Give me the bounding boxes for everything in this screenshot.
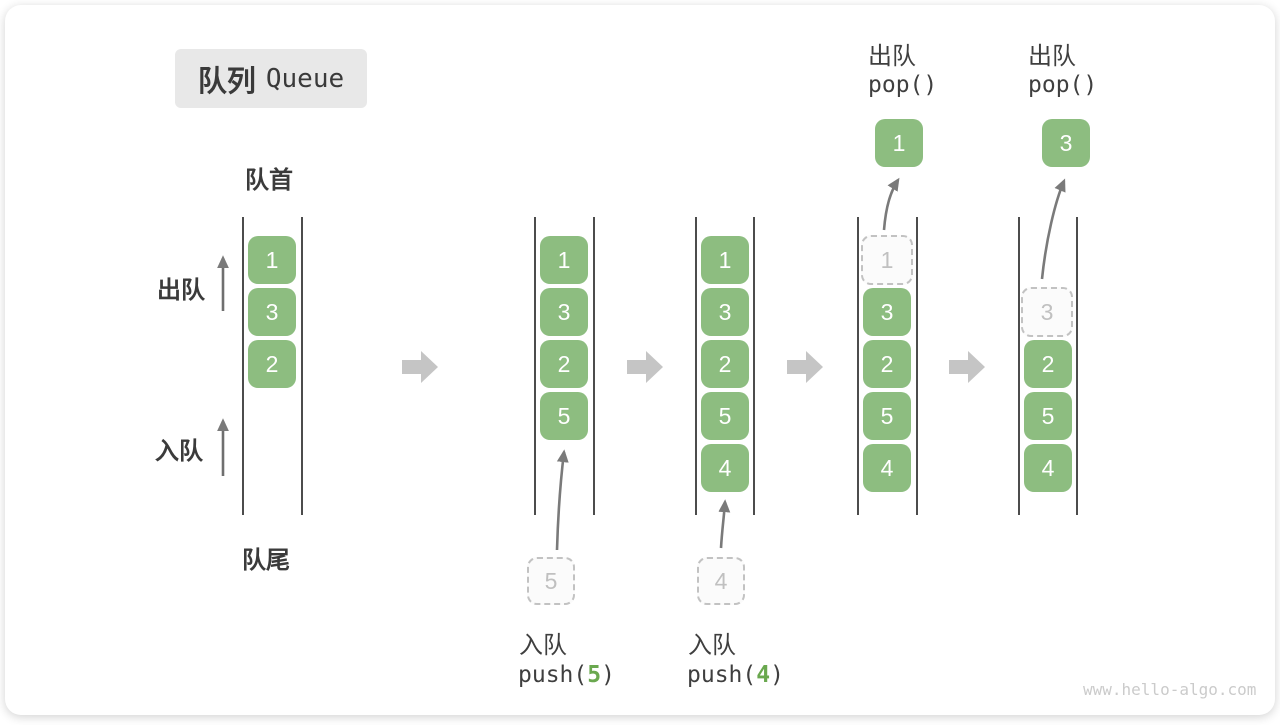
queue-cell: 2 — [863, 340, 911, 388]
label-enqueue-side: 入队 — [155, 438, 203, 465]
queue-wall-right — [593, 217, 595, 515]
code-push4: push(4) — [687, 662, 784, 688]
label-dequeue-side: 出队 — [157, 277, 205, 304]
label-queue-front: 队首 — [245, 167, 293, 194]
code-pop2: pop() — [1028, 72, 1098, 98]
code-push5-pre: push( — [518, 662, 588, 688]
queue-wall-right — [1076, 217, 1078, 515]
code-push4-pre: push( — [687, 662, 757, 688]
pop1-arrow-icon — [882, 177, 900, 231]
queue-cell: 4 — [701, 444, 749, 492]
queue-wall-left — [242, 217, 244, 515]
state-transition-arrow-icon-2 — [627, 351, 663, 383]
queue-cell: 5 — [701, 392, 749, 440]
label-enqueue-op-2: 入队 — [688, 632, 736, 659]
popped-cell: 1 — [875, 119, 923, 167]
queue-cell: 2 — [248, 340, 296, 388]
ghost-incoming-cell: 4 — [697, 557, 745, 605]
code-pop1: pop() — [868, 72, 938, 98]
queue-cell: 3 — [863, 288, 911, 336]
diagram-title-en: Queue — [265, 63, 345, 94]
queue-cell: 3 — [701, 288, 749, 336]
queue-cell: 2 — [540, 340, 588, 388]
diagram-title-zh: 队列 — [197, 65, 256, 98]
ghost-incoming-cell: 5 — [527, 557, 575, 605]
state-transition-arrow-icon-3 — [787, 351, 823, 383]
queue-cell: 3 — [540, 288, 588, 336]
queue-cell: 1 — [248, 236, 296, 284]
label-dequeue-op-2: 出队 — [1028, 43, 1076, 70]
pop3-arrow-icon — [1040, 178, 1066, 280]
queue-cell: 4 — [863, 444, 911, 492]
queue-cell: 2 — [701, 340, 749, 388]
code-push5-arg: 5 — [587, 662, 602, 688]
state-transition-arrow-icon-1 — [402, 351, 438, 383]
code-push4-post: ) — [770, 662, 784, 688]
queue-cell: 1 — [701, 236, 749, 284]
label-dequeue-op-1: 出队 — [868, 43, 916, 70]
queue-wall-left — [857, 217, 859, 515]
queue-wall-right — [753, 217, 755, 515]
label-queue-rear: 队尾 — [242, 547, 290, 574]
arrows-overlay — [217, 177, 1066, 551]
queue-cell: 5 — [1024, 392, 1072, 440]
queue-wall-left — [1018, 217, 1020, 515]
queue-cell: 2 — [1024, 340, 1072, 388]
ghost-cell: 1 — [861, 235, 913, 285]
popped-cell: 3 — [1042, 119, 1090, 167]
queue-cell: 4 — [1024, 444, 1072, 492]
push4-arrow-icon — [718, 499, 731, 549]
queue-wall-right — [301, 217, 303, 515]
diagram-title-box: 队列 Queue — [175, 49, 367, 108]
push5-arrow-icon — [555, 449, 569, 551]
queue-cell: 5 — [863, 392, 911, 440]
queue-cell: 1 — [540, 236, 588, 284]
queue-cell: 5 — [540, 392, 588, 440]
state-transition-arrow-icon-4 — [949, 351, 985, 383]
label-enqueue-op-1: 入队 — [519, 632, 567, 659]
queue-wall-right — [916, 217, 918, 515]
queue-cell: 3 — [248, 288, 296, 336]
watermark: www.hello-algo.com — [1083, 680, 1257, 699]
ghost-cell: 3 — [1021, 287, 1073, 337]
diagram-card: 队列 Queue 队首 队尾 出队 入队 — [5, 5, 1275, 715]
code-push4-arg: 4 — [756, 662, 771, 688]
queue-wall-left — [534, 217, 536, 515]
code-push5-post: ) — [601, 662, 615, 688]
queue-wall-left — [695, 217, 697, 515]
code-push5: push(5) — [518, 662, 615, 688]
